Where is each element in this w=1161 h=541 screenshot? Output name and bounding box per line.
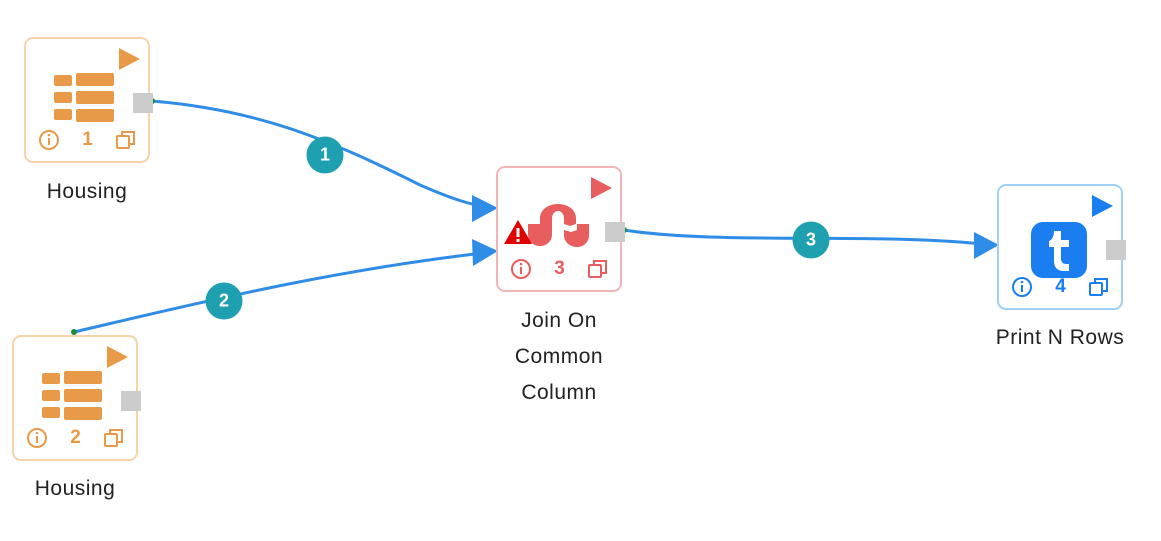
output-port[interactable] [121, 391, 141, 411]
run-icon[interactable] [104, 344, 130, 370]
run-icon[interactable] [116, 46, 142, 72]
node-number: 1 [82, 129, 93, 150]
info-icon[interactable] [510, 258, 532, 280]
edge-badge-1[interactable]: 1 [306, 136, 344, 174]
node-number: 2 [70, 427, 81, 448]
node-print[interactable]: 4 [997, 184, 1126, 310]
copy-icon[interactable] [115, 129, 137, 151]
run-icon[interactable] [588, 175, 614, 201]
tumblr-icon [1031, 222, 1087, 278]
node-label: Print N Rows [995, 326, 1125, 349]
edge-badge-3[interactable]: 3 [792, 221, 830, 259]
run-icon[interactable] [1089, 193, 1115, 219]
node-number: 4 [1055, 276, 1066, 297]
node-label-text: Join On Common Column [514, 309, 604, 404]
node-housing-1[interactable]: 1 [24, 37, 153, 163]
node-join[interactable]: 3 [496, 166, 625, 292]
table-icon [42, 371, 102, 420]
copy-icon[interactable] [587, 258, 609, 280]
node-label: Join On Common Column [459, 303, 659, 411]
info-icon[interactable] [38, 129, 60, 151]
edge-2[interactable] [71, 239, 498, 335]
node-housing-2[interactable]: 2 [12, 335, 141, 461]
info-icon[interactable] [26, 427, 48, 449]
node-label: Housing [46, 180, 128, 203]
copy-icon[interactable] [1088, 276, 1110, 298]
node-number: 3 [554, 258, 565, 279]
stumbleupon-icon [528, 204, 589, 247]
info-icon[interactable] [1011, 276, 1033, 298]
output-port[interactable] [1106, 240, 1126, 260]
edge-badge-2[interactable]: 2 [205, 282, 243, 320]
output-port[interactable] [133, 93, 153, 113]
warning-icon [504, 220, 532, 244]
table-icon [54, 73, 114, 122]
copy-icon[interactable] [103, 427, 125, 449]
node-label: Housing [34, 477, 116, 500]
output-port[interactable] [605, 222, 625, 242]
